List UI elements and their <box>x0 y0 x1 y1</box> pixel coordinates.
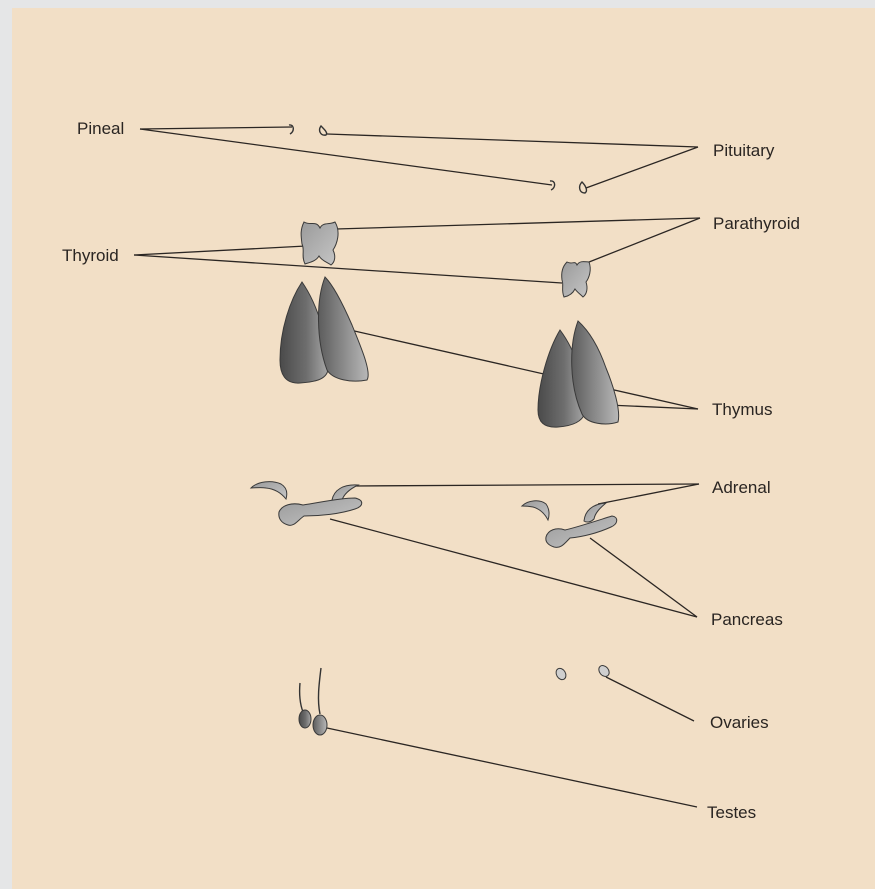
label-pineal: Pineal <box>77 119 124 138</box>
label-adrenal: Adrenal <box>712 478 771 497</box>
label-ovaries: Ovaries <box>710 713 769 732</box>
label-pituitary: Pituitary <box>713 141 775 160</box>
label-testes: Testes <box>707 803 756 822</box>
testis-right <box>313 715 327 735</box>
label-thymus: Thymus <box>712 400 772 419</box>
label-thyroid: Thyroid <box>62 246 119 265</box>
label-parathyroid: Parathyroid <box>713 214 800 233</box>
testis-left <box>299 710 311 728</box>
label-pancreas: Pancreas <box>711 610 783 629</box>
